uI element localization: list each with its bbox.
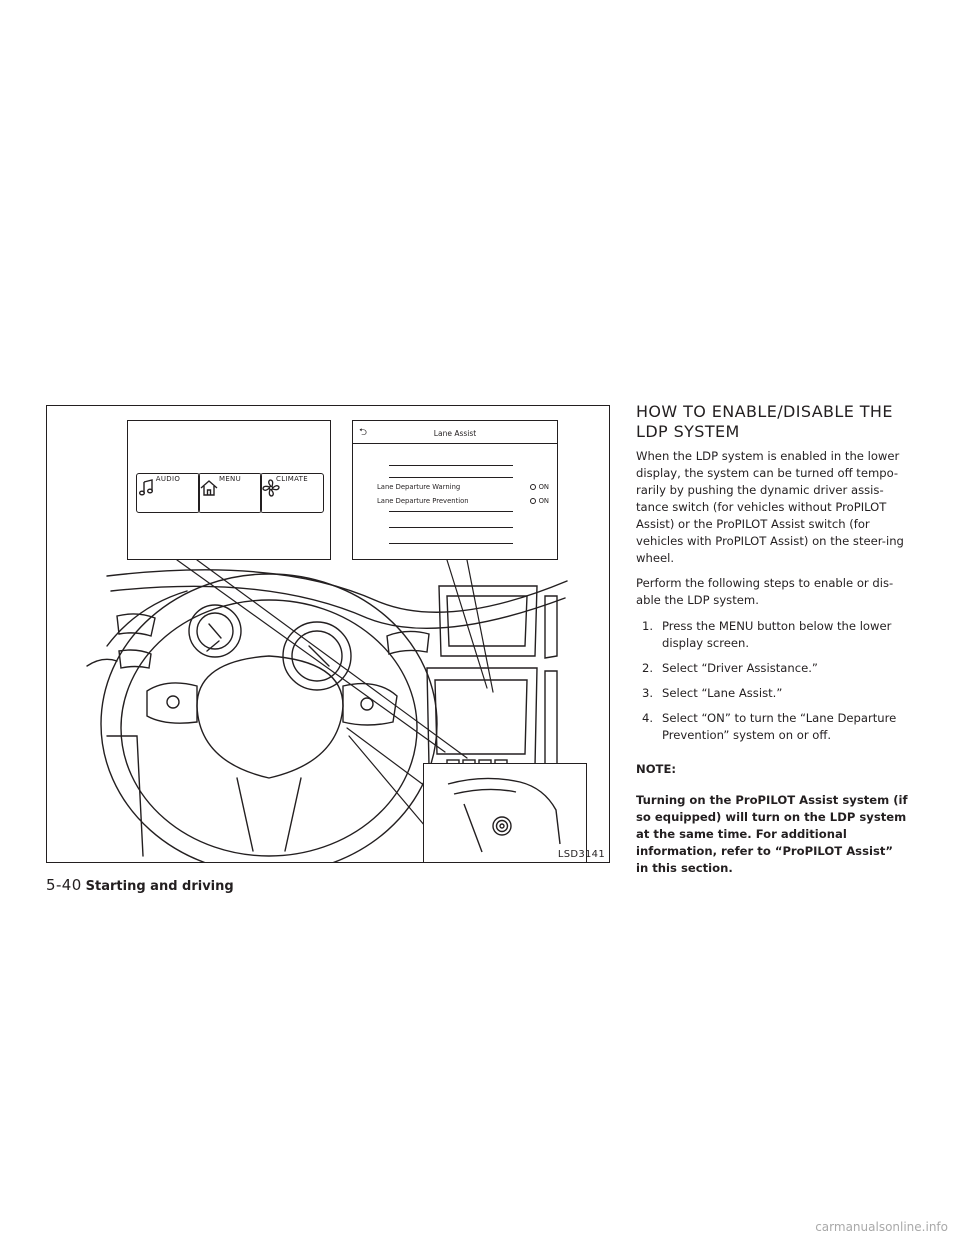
step-text: Select “Lane Assist.” [662, 686, 783, 700]
menu-button-label: MENU [218, 475, 242, 483]
divider [389, 465, 513, 466]
note-label: NOTE: [636, 762, 677, 776]
fan-icon [262, 479, 280, 497]
audio-button[interactable]: AUDIO [136, 473, 200, 513]
note-text: Turning on the ProPILOT Assist system (i… [636, 793, 908, 875]
setting-row-lane-departure-prevention[interactable]: Lane Departure Prevention ON [377, 497, 549, 507]
step-text: Select “ON” to turn the “Lane Departure … [662, 711, 897, 742]
list-item: 4. Select “ON” to turn the “Lane Departur… [636, 710, 908, 744]
setting-name: Lane Departure Warning [377, 483, 461, 491]
intro-paragraph: When the LDP system is enabled in the lo… [636, 449, 904, 565]
steps-intro-paragraph: Perform the following steps to enable or… [636, 576, 894, 607]
back-arrow-icon[interactable]: ⮌ [359, 427, 368, 438]
audio-button-label: AUDIO [155, 475, 181, 483]
step-number: 4. [642, 711, 654, 725]
lane-assist-title: Lane Assist [433, 429, 477, 438]
step-number: 3. [642, 686, 654, 700]
list-item: 2. Select “Driver Assistance.” [636, 660, 908, 677]
menu-button[interactable]: MENU [198, 473, 262, 513]
step-text: Press the MENU button below the lower di… [662, 619, 892, 650]
dashboard-illustration: AUDIO MENU CLIMATE ⮌ Lane Assist [46, 405, 610, 863]
section-heading: HOW TO ENABLE/DISABLE THE LDP SYSTEM [636, 402, 893, 441]
divider [389, 477, 513, 478]
callout-lane-assist-screen: ⮌ Lane Assist Lane Departure Warning ON … [352, 420, 558, 560]
setting-state[interactable]: ON [530, 483, 549, 491]
lane-assist-header: ⮌ Lane Assist [353, 427, 557, 441]
steps-list: 1. Press the MENU button below the lower … [636, 618, 908, 752]
divider [389, 543, 513, 544]
figure-code: LSD3141 [557, 849, 605, 860]
watermark[interactable]: carmanualsonline.info [815, 1220, 948, 1234]
header-divider [353, 443, 557, 444]
divider [389, 527, 513, 528]
climate-button-label: CLIMATE [276, 475, 308, 483]
section-name: Starting and driving [85, 879, 234, 894]
list-item: 1. Press the MENU button below the lower … [636, 618, 908, 652]
setting-row-lane-departure-warning[interactable]: Lane Departure Warning ON [377, 483, 549, 493]
music-note-icon [139, 479, 153, 496]
callout-steering-switch [423, 763, 587, 862]
steering-switch-drawing [447, 777, 561, 853]
step-number: 1. [642, 619, 654, 633]
step-number: 2. [642, 661, 654, 675]
callout-display-buttons: AUDIO MENU CLIMATE [127, 420, 331, 560]
setting-state[interactable]: ON [530, 497, 549, 505]
list-item: 3. Select “Lane Assist.” [636, 685, 908, 702]
step-text: Select “Driver Assistance.” [662, 661, 818, 675]
setting-name: Lane Departure Prevention [377, 497, 469, 505]
home-icon [200, 480, 218, 496]
page-number: 5-40 [46, 876, 82, 894]
climate-button[interactable]: CLIMATE [260, 473, 324, 513]
divider [389, 511, 513, 512]
